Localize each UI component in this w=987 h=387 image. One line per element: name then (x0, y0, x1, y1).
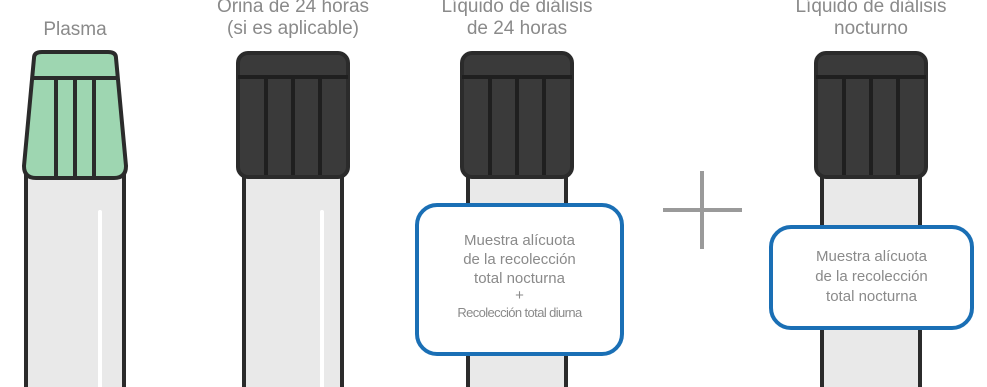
nocturnal-title: Líquido de diálisis nocturno (761, 0, 981, 40)
plasma-title: Plasma (0, 19, 150, 41)
dialysis24-note-line-2: de la recolección (463, 251, 576, 268)
dialysis24-note-plus: + (515, 287, 524, 304)
nocturnal-tube (814, 51, 928, 387)
nocturnal-note-line-1: Muestra alícuota (816, 248, 927, 265)
plasma-tube-body (24, 168, 126, 387)
dialysis24-note: Muestra alícuota de la recolección total… (415, 203, 624, 356)
plasma-title-line: Plasma (43, 19, 107, 40)
urine-tube-body (242, 168, 344, 387)
dialysis24-title: Líquido de diálisis de 24 horas (407, 0, 627, 40)
urine-tube (236, 51, 350, 387)
plasma-tube (21, 50, 129, 387)
urine-title: Orina de 24 horas (si es aplicable) (193, 0, 393, 40)
nocturnal-note-line-3: total nocturna (826, 288, 917, 305)
dialysis24-note-line-1: Muestra alícuota (464, 232, 575, 249)
dialysis24-note-line-3: total nocturna (474, 270, 565, 287)
urine-title-line-1: Orina de 24 horas (216, 0, 370, 17)
dialysis24-note-line-4: Recolección total diurna (457, 305, 582, 320)
dialysis24-title-line-1: Líquido de diálisis (441, 0, 593, 17)
urine-title-line-2: (si es aplicable) (227, 18, 359, 39)
plus-sign (663, 171, 742, 249)
nocturnal-note-line-2: de la recolección (815, 268, 928, 285)
nocturnal-title-line-2: nocturno (834, 18, 908, 39)
dialysis24-title-line-2: de 24 horas (466, 18, 568, 39)
nocturnal-title-line-1: Líquido de diálisis (795, 0, 947, 17)
nocturnal-note: Muestra alícuota de la recolección total… (769, 225, 974, 330)
